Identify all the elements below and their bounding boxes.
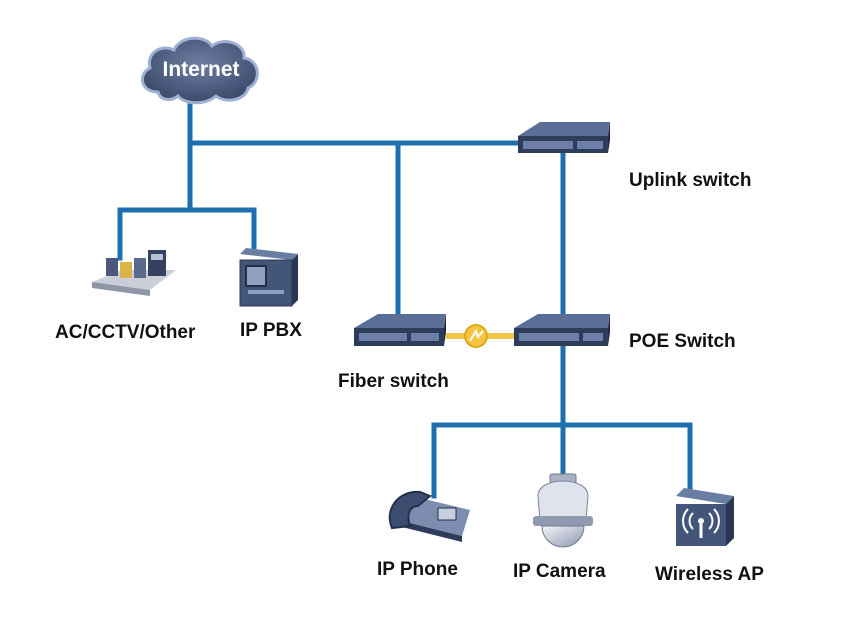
poe-switch[interactable]: POE Switch [514, 314, 736, 352]
wireless-ap-icon [676, 488, 734, 546]
ip-camera-device[interactable]: IP Camera [513, 473, 606, 582]
wireless-ap-device[interactable]: Wireless AP [655, 488, 764, 585]
internet-label: Internet [162, 58, 239, 81]
ac-cctv-other-label: AC/CCTV/Other [55, 322, 196, 343]
switch-icon [514, 314, 610, 346]
dome-camera-icon [533, 473, 593, 548]
poe-switch-label: POE Switch [629, 331, 736, 352]
uplink-switch[interactable]: Uplink switch [518, 122, 751, 191]
cloud-icon [141, 36, 259, 105]
ip-pbx-device[interactable]: IP PBX [239, 248, 302, 341]
fiber-switch[interactable]: Fiber switch [338, 314, 449, 392]
links [117, 95, 693, 499]
ac-cctv-other-device[interactable]: AC/CCTV/Other [55, 250, 196, 343]
switch-icon [354, 314, 446, 346]
server-rack-icon [92, 250, 176, 296]
wireless-ap-label: Wireless AP [655, 564, 764, 585]
internet-cloud[interactable]: Internet [141, 36, 259, 105]
fiber-link [446, 324, 516, 348]
phone-icon [388, 490, 470, 542]
ip-camera-label: IP Camera [513, 561, 606, 582]
pbx-icon [239, 248, 298, 307]
fiber-connector-icon [464, 324, 488, 348]
ip-pbx-label: IP PBX [240, 320, 302, 341]
ip-phone-device[interactable]: IP Phone [377, 490, 470, 580]
uplink-switch-label: Uplink switch [629, 170, 751, 191]
fiber-switch-label: Fiber switch [338, 371, 449, 392]
ip-phone-label: IP Phone [377, 559, 458, 580]
switch-icon [518, 122, 610, 153]
